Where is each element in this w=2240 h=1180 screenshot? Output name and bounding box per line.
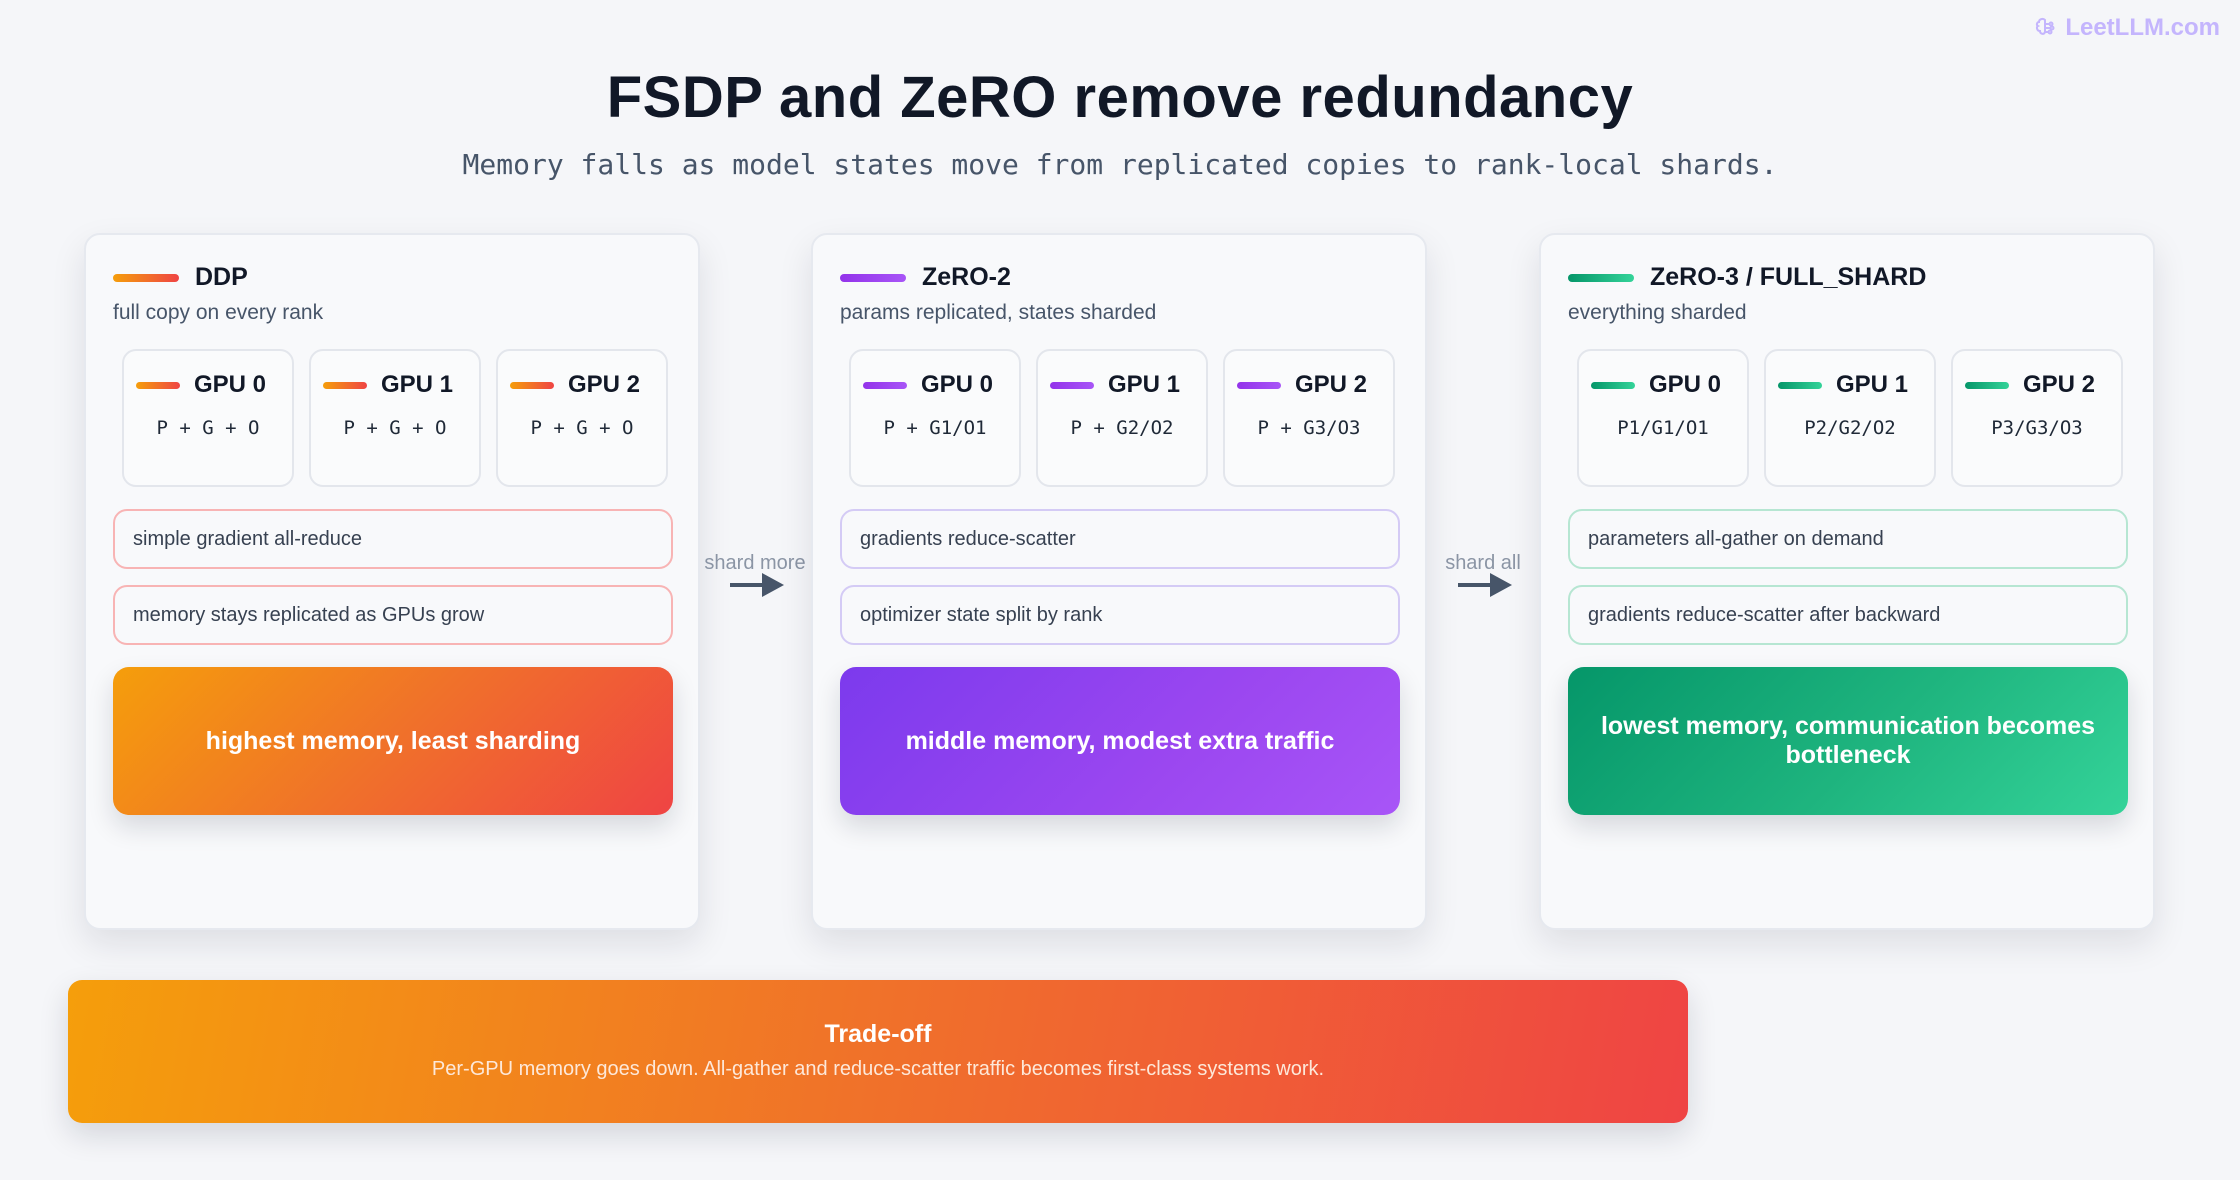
panel-title: DDP: [195, 263, 248, 291]
panel-accent-bar: [840, 273, 906, 282]
gpu-state: P + G + O: [530, 417, 634, 439]
page-subtitle: Memory falls as model states move from r…: [462, 148, 1778, 181]
gpu-label: GPU 1: [381, 371, 454, 398]
gpu-card: GPU 1 P2/G2/O2: [1764, 349, 1936, 487]
brand-label: LeetLLM.com: [2065, 14, 2220, 41]
gpu-state: P + G1/O1: [883, 417, 987, 439]
tradeoff-banner: Trade-off Per-GPU memory goes down. All-…: [68, 980, 1688, 1123]
gpu-accent-bar: [323, 381, 367, 389]
gpu-state: P + G + O: [343, 417, 447, 439]
panel-summary: highest memory, least sharding: [113, 667, 673, 815]
panel-ddp: DDP full copy on every rank GPU 0 P + G …: [84, 233, 700, 930]
gpu-accent-bar: [1778, 381, 1822, 389]
page-title: FSDP and ZeRO remove redundancy: [606, 65, 1634, 130]
panel-note: optimizer state split by rank: [840, 585, 1400, 645]
gpu-accent-bar: [510, 381, 554, 389]
gpu-accent-bar: [1591, 381, 1635, 389]
panel-zero3: ZeRO-3 / FULL_SHARD everything sharded G…: [1539, 233, 2155, 930]
gpu-accent-bar: [1050, 381, 1094, 389]
panel-zero2: ZeRO-2 params replicated, states sharded…: [811, 233, 1427, 930]
gpu-state: P1/G1/O1: [1617, 417, 1709, 439]
gpu-state: P3/G3/O3: [1991, 417, 2083, 439]
arrow-connector: shard all: [1428, 552, 1538, 612]
panel-title: ZeRO-2: [922, 263, 1011, 291]
arrow-right-icon: [730, 573, 784, 597]
gpu-label: GPU 2: [1295, 371, 1368, 398]
gpu-label: GPU 1: [1836, 371, 1909, 398]
gpu-card: GPU 2 P + G3/O3: [1223, 349, 1395, 487]
panel-description: params replicated, states sharded: [840, 301, 1157, 324]
arrow-label: shard more: [704, 552, 806, 574]
panel-note: memory stays replicated as GPUs grow: [113, 585, 673, 645]
tradeoff-title: Trade-off: [824, 1020, 932, 1048]
gpu-state: P + G3/O3: [1257, 417, 1361, 439]
gpu-card: GPU 0 P1/G1/O1: [1577, 349, 1749, 487]
panel-description: everything sharded: [1568, 301, 1747, 324]
panel-accent-bar: [1568, 273, 1634, 282]
gpu-card: GPU 2 P + G + O: [496, 349, 668, 487]
gpu-card: GPU 0 P + G + O: [122, 349, 294, 487]
gpu-label: GPU 2: [568, 371, 641, 398]
panel-note: gradients reduce-scatter after backward: [1568, 585, 2128, 645]
gpu-accent-bar: [1237, 381, 1281, 389]
gpu-state: P + G2/O2: [1070, 417, 1174, 439]
panel-note: gradients reduce-scatter: [840, 509, 1400, 569]
gpu-label: GPU 0: [921, 371, 994, 398]
tradeoff-text: Per-GPU memory goes down. All-gather and…: [431, 1058, 1325, 1080]
gpu-card: GPU 2 P3/G3/O3: [1951, 349, 2123, 487]
gpu-label: GPU 0: [194, 371, 267, 398]
brain-icon: [2036, 17, 2055, 35]
gpu-accent-bar: [1965, 381, 2009, 389]
panel-note: parameters all-gather on demand: [1568, 509, 2128, 569]
brand-link[interactable]: LeetLLM.com: [2033, 14, 2220, 42]
gpu-card: GPU 1 P + G + O: [309, 349, 481, 487]
arrow-connector: shard more: [700, 552, 810, 612]
panel-note: simple gradient all-reduce: [113, 509, 673, 569]
gpu-accent-bar: [863, 381, 907, 389]
arrow-right-icon: [1458, 573, 1512, 597]
gpu-label: GPU 2: [2023, 371, 2096, 398]
panel-summary: middle memory, modest extra traffic: [840, 667, 1400, 815]
gpu-label: GPU 0: [1649, 371, 1722, 398]
panel-title: ZeRO-3 / FULL_SHARD: [1650, 263, 1927, 291]
gpu-card: GPU 1 P + G2/O2: [1036, 349, 1208, 487]
gpu-label: GPU 1: [1108, 371, 1181, 398]
gpu-state: P2/G2/O2: [1804, 417, 1896, 439]
gpu-state: P + G + O: [156, 417, 260, 439]
gpu-accent-bar: [136, 381, 180, 389]
gpu-card: GPU 0 P + G1/O1: [849, 349, 1021, 487]
panel-summary: lowest memory, communication becomes bot…: [1568, 667, 2128, 815]
arrow-label: shard all: [1445, 552, 1521, 574]
panel-description: full copy on every rank: [113, 301, 324, 324]
panel-accent-bar: [113, 273, 179, 282]
